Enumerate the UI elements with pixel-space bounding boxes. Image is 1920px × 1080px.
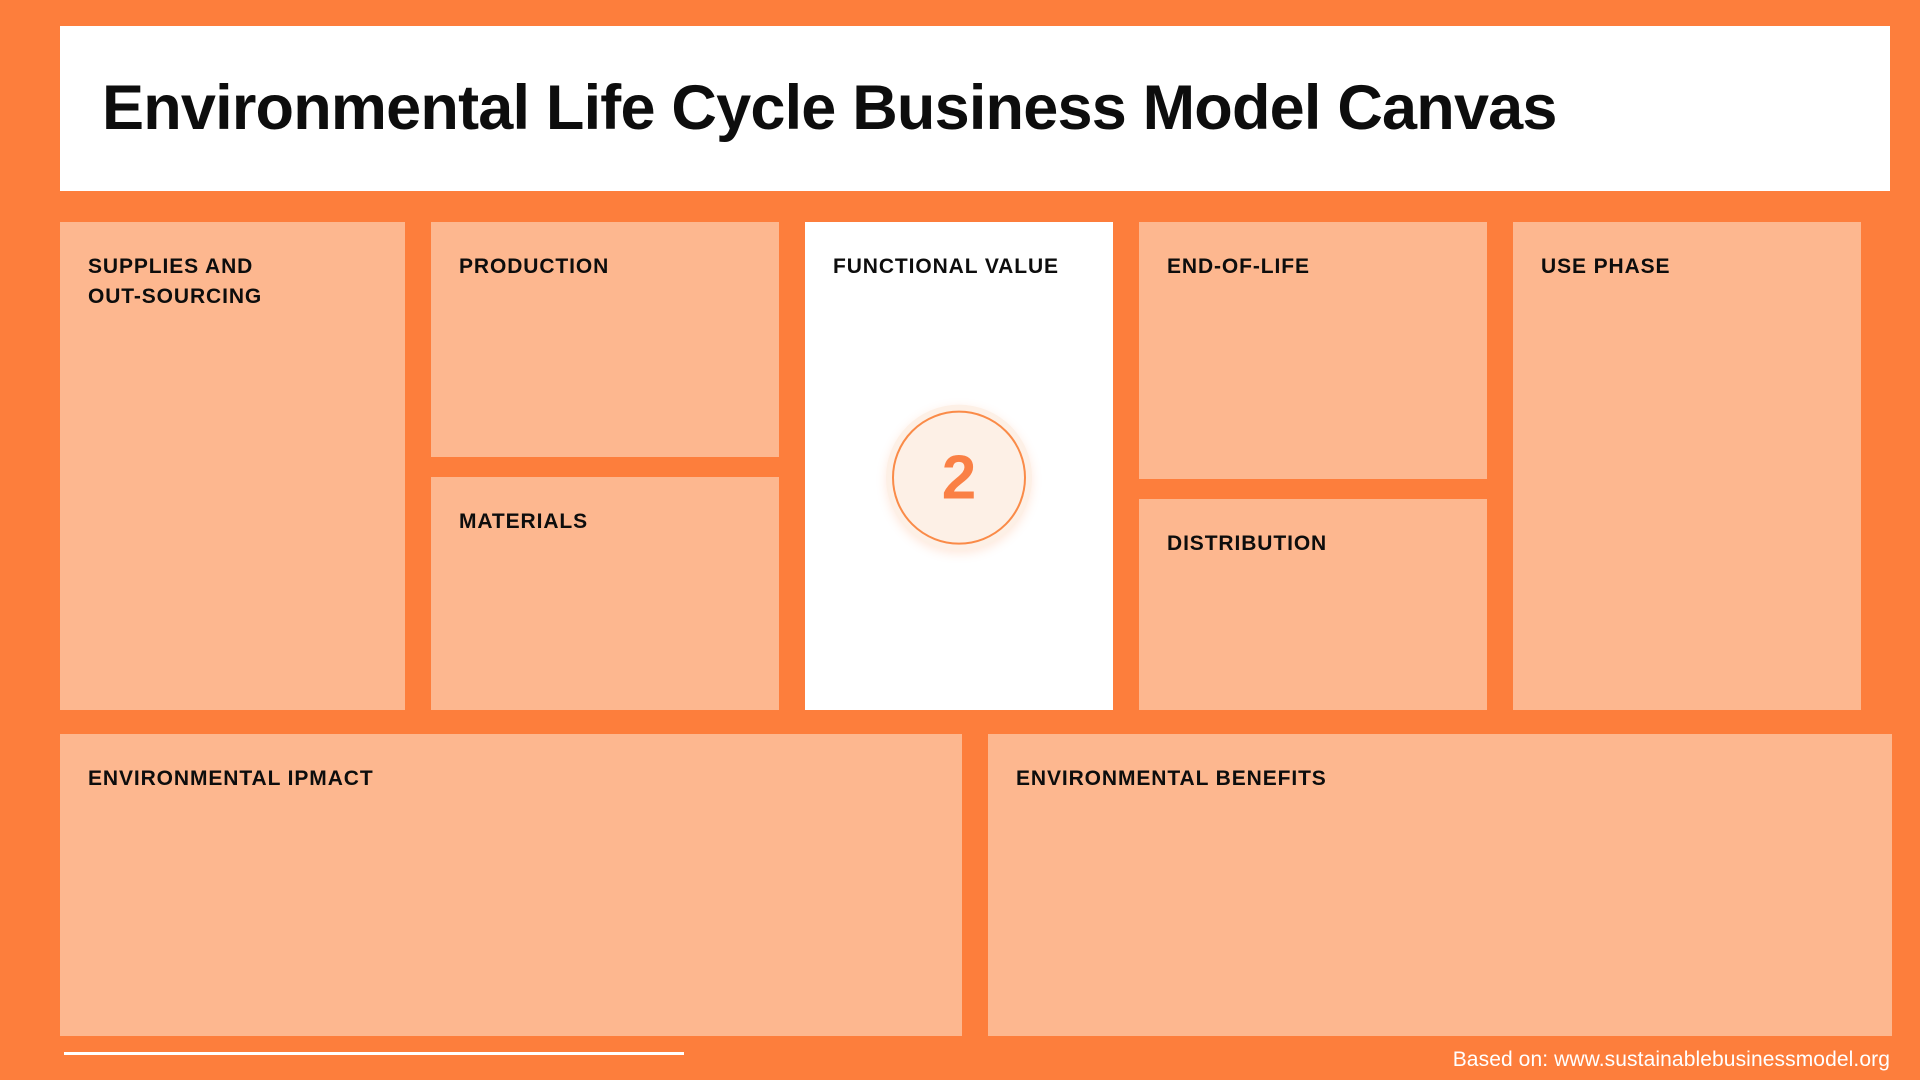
title-bar: Environmental Life Cycle Business Model … xyxy=(60,26,1890,191)
panel-title-end-of-life: END-OF-LIFE xyxy=(1167,255,1310,278)
panel-title-materials: MATERIALS xyxy=(459,510,589,533)
column-functional-value: FUNCTIONAL VALUE 2 xyxy=(805,222,1113,710)
panel-title-environmental-impact: ENVIRONMENTAL IPMACT xyxy=(88,767,374,790)
panel-title-environmental-benefits: ENVIRONMENTAL BENEFITS xyxy=(1016,767,1327,790)
panel-functional-value[interactable]: FUNCTIONAL VALUE 2 xyxy=(805,222,1113,710)
canvas-bottom-row: ENVIRONMENTAL IPMACT ENVIRONMENTAL BENEF… xyxy=(60,734,1892,1036)
panel-use-phase[interactable]: USE PHASE xyxy=(1513,222,1861,710)
panel-materials[interactable]: MATERIALS xyxy=(431,477,779,710)
panel-environmental-impact[interactable]: ENVIRONMENTAL IPMACT xyxy=(60,734,962,1036)
panel-title-supplies-and-outsourcing: SUPPLIES AND OUT-SOURCING xyxy=(88,255,263,308)
badge-number-label: 2 xyxy=(941,443,977,513)
column-use-phase: USE PHASE xyxy=(1513,222,1861,710)
canvas-footer: Based on: www.sustainablebusinessmodel.o… xyxy=(60,1036,1892,1080)
panel-title-functional-value: FUNCTIONAL VALUE xyxy=(833,255,1059,278)
step-number-badge: 2 xyxy=(886,404,1032,551)
panel-environmental-benefits[interactable]: ENVIRONMENTAL BENEFITS xyxy=(988,734,1892,1036)
footer-divider-rule xyxy=(64,1052,684,1055)
panel-production[interactable]: PRODUCTION xyxy=(431,222,779,457)
footer-attribution: Based on: www.sustainablebusinessmodel.o… xyxy=(1452,1048,1890,1071)
column-end-of-life: END-OF-LIFE DISTRIBUTION xyxy=(1139,222,1487,710)
panel-distribution[interactable]: DISTRIBUTION xyxy=(1139,499,1487,710)
page-title: Environmental Life Cycle Business Model … xyxy=(102,73,1557,143)
panel-end-of-life[interactable]: END-OF-LIFE xyxy=(1139,222,1487,479)
column-production: PRODUCTION MATERIALS xyxy=(431,222,779,710)
panel-title-production: PRODUCTION xyxy=(459,255,610,278)
column-supplies: SUPPLIES AND OUT-SOURCING xyxy=(60,222,405,710)
badge-ring-circle xyxy=(892,410,1026,545)
panel-title-distribution: DISTRIBUTION xyxy=(1167,532,1328,555)
panel-title-use-phase: USE PHASE xyxy=(1541,255,1671,278)
panel-supplies-and-outsourcing[interactable]: SUPPLIES AND OUT-SOURCING xyxy=(60,222,405,710)
canvas-grid: SUPPLIES AND OUT-SOURCING PRODUCTION MAT… xyxy=(60,222,1892,710)
